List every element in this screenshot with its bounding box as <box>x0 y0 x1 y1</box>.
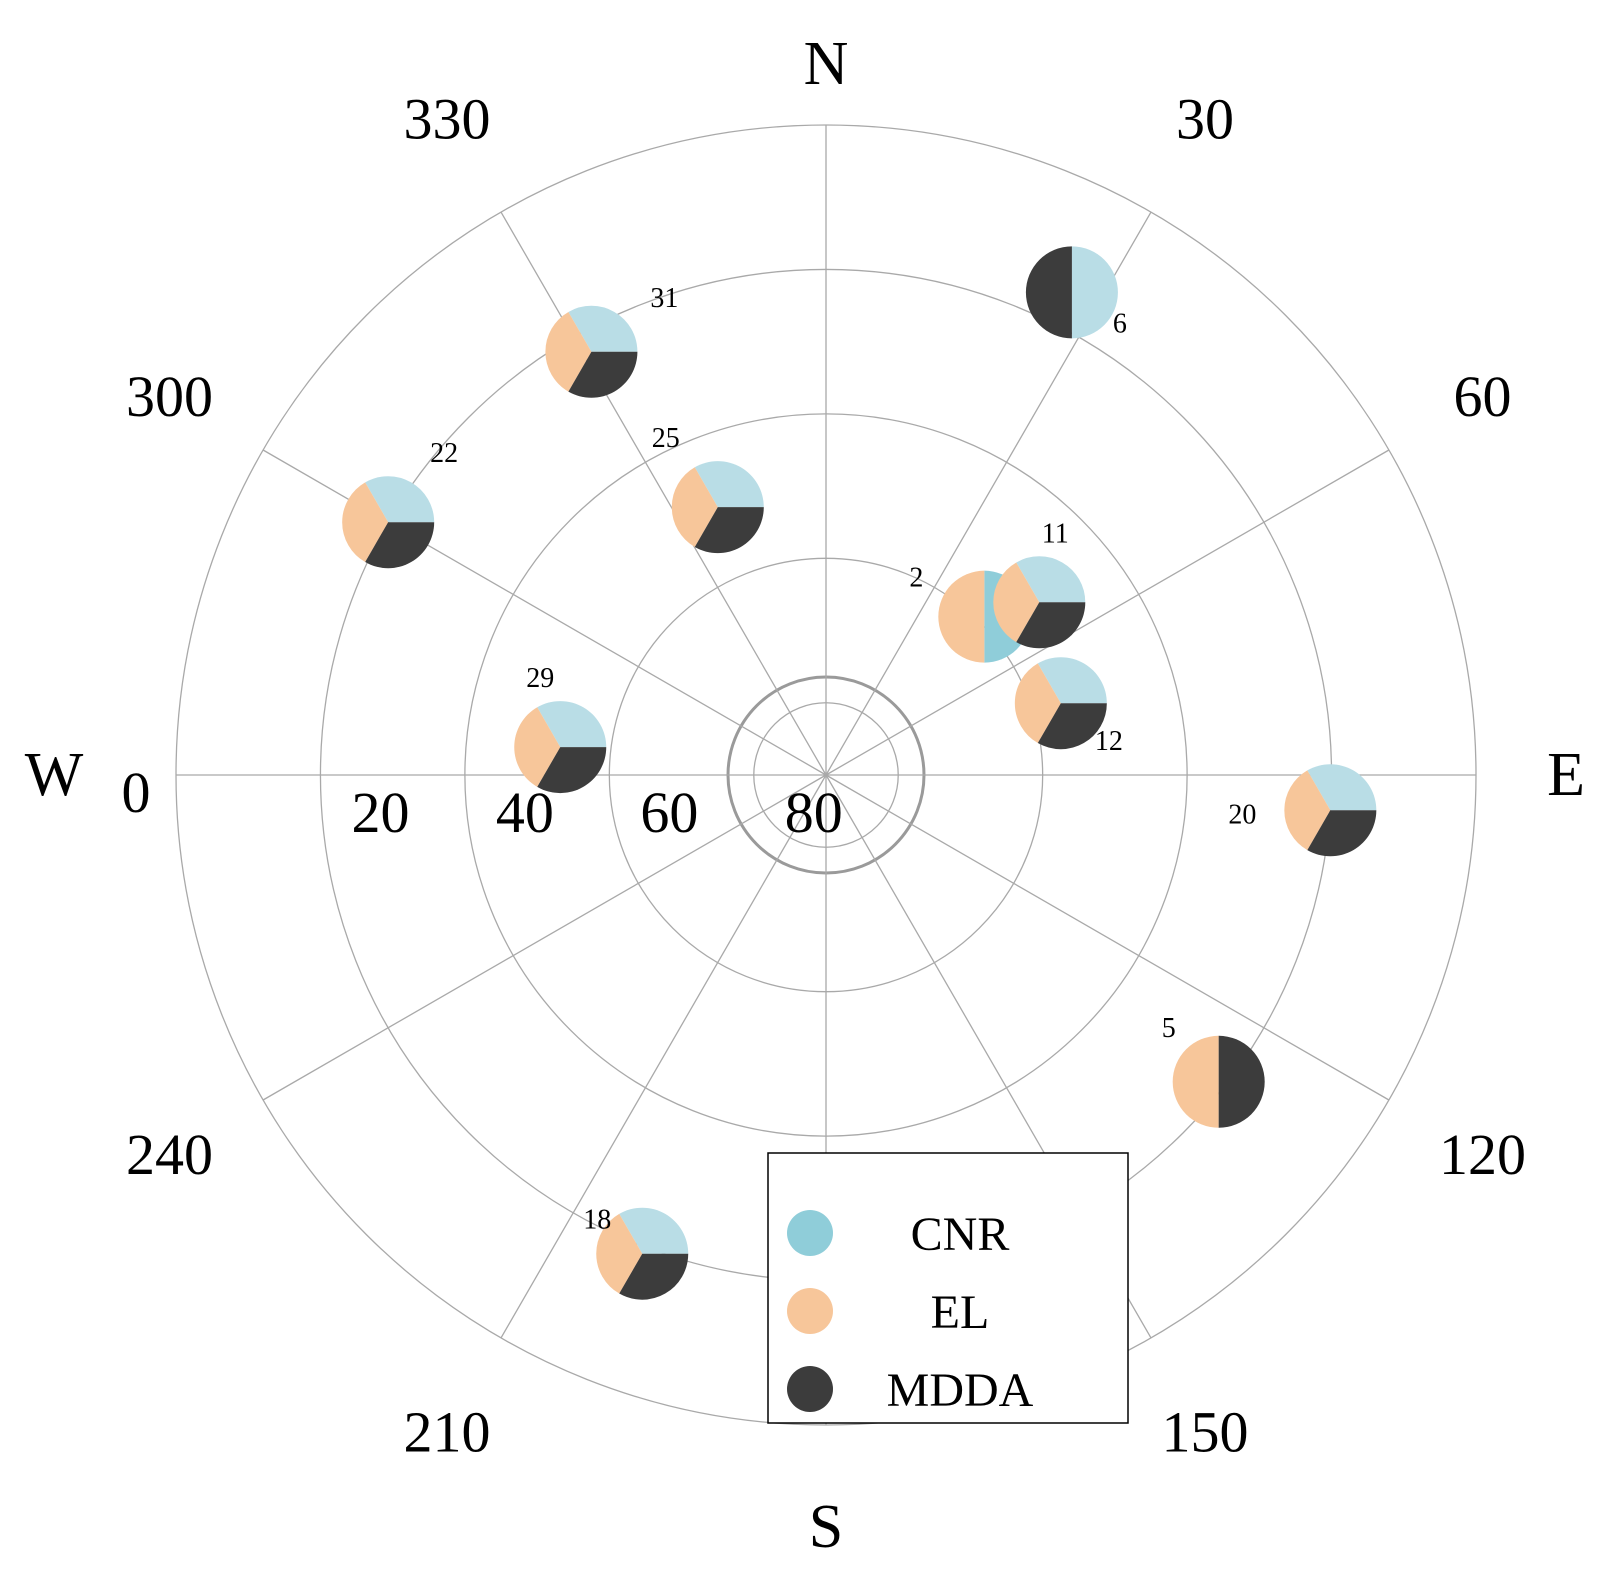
pie-slice-el <box>938 570 985 663</box>
satellite-pies: 31 6 22 25 2 11 12 29 20 5 18 <box>342 246 1377 1300</box>
pie-slice-el <box>1014 663 1061 744</box>
legend-label-cnr: CNR <box>911 1208 1010 1261</box>
elevation-tick-label-20: 20 <box>351 780 409 845</box>
pie-slice-cnr <box>537 701 607 748</box>
azimuth-spoke-330 <box>500 211 827 776</box>
azimuth-spoke-60 <box>825 449 1390 776</box>
direction-label-east: E <box>1547 741 1585 809</box>
elevation-tick-label-80: 80 <box>785 780 843 845</box>
pie-slice-mdda <box>694 507 764 554</box>
elevation-tick-label-40: 40 <box>496 780 554 845</box>
azimuth-tick-label-150: 150 <box>1162 1399 1249 1464</box>
legend-swatch-el <box>787 1288 833 1334</box>
pie-slice-cnr <box>619 1207 689 1254</box>
pie-slice-el <box>1172 1035 1219 1128</box>
pie-slice-mdda <box>1218 1035 1265 1128</box>
azimuth-spoke-240 <box>262 774 827 1101</box>
azimuth-tick-label-120: 120 <box>1439 1122 1526 1187</box>
pie-slice-mdda <box>1037 703 1107 750</box>
pie-slice-mdda <box>365 522 435 569</box>
satellite-label: 20 <box>1228 799 1256 830</box>
satellite-31: 31 <box>545 283 678 398</box>
pie-slice-el <box>671 467 718 547</box>
azimuth-tick-label-30: 30 <box>1176 87 1234 152</box>
satellite-label: 2 <box>909 563 923 594</box>
satellite-22: 22 <box>342 438 458 569</box>
pie-slice-mdda <box>1307 810 1377 857</box>
legend-swatch-cnr <box>787 1210 833 1256</box>
pie-slice-mdda <box>568 351 638 398</box>
elevation-tick-label-60: 60 <box>640 780 698 845</box>
satellite-label: 11 <box>1042 518 1069 549</box>
pie-slice-el <box>596 1213 643 1294</box>
pie-slice-cnr <box>568 305 638 352</box>
satellite-11: 11 <box>993 518 1086 649</box>
satellite-25: 25 <box>652 423 764 554</box>
axis-labels: N E S W 30 60 120 150 210 240 300 330 0 20 40 60 80 <box>25 30 1585 1561</box>
satellite-20: 20 <box>1228 764 1377 857</box>
satellite-label: 12 <box>1095 726 1123 757</box>
pie-slice-cnr <box>1071 246 1118 339</box>
satellite-29: 29 <box>514 663 607 794</box>
legend-label-mdda: MDDA <box>887 1364 1034 1417</box>
pie-slice-mdda <box>619 1253 689 1300</box>
pie-slice-el <box>1284 770 1331 851</box>
satellite-label: 5 <box>1162 1013 1176 1044</box>
pie-slice-mdda <box>1025 246 1072 339</box>
azimuth-tick-label-300: 300 <box>126 364 213 429</box>
pie-slice-cnr <box>1037 657 1107 704</box>
legend: CNR EL MDDA <box>767 1152 1129 1424</box>
legend-label-el: EL <box>931 1286 990 1339</box>
azimuth-spoke-120 <box>825 774 1390 1101</box>
satellite-12: 12 <box>1014 657 1123 757</box>
satellite-label: 22 <box>430 438 458 469</box>
satellite-label: 31 <box>650 283 678 314</box>
pie-slice-el <box>993 562 1040 643</box>
azimuth-tick-label-330: 330 <box>404 87 491 152</box>
satellite-label: 18 <box>583 1205 611 1236</box>
pie-slice-cnr <box>1307 764 1377 811</box>
elevation-tick-label-0: 0 <box>122 760 151 825</box>
direction-label-west: W <box>25 741 84 809</box>
azimuth-tick-label-240: 240 <box>126 1122 213 1187</box>
satellite-18: 18 <box>583 1205 689 1300</box>
azimuth-spoke-210 <box>500 774 827 1339</box>
legend-swatch-mdda <box>787 1366 833 1412</box>
pie-slice-cnr <box>1016 556 1086 603</box>
pie-slice-mdda <box>1016 602 1086 649</box>
azimuth-tick-label-210: 210 <box>404 1399 491 1464</box>
satellite-label: 29 <box>526 663 554 694</box>
pie-slice-cnr <box>694 461 764 508</box>
pie-slice-mdda <box>537 747 607 794</box>
azimuth-tick-label-60: 60 <box>1453 364 1511 429</box>
direction-label-north: N <box>804 30 849 98</box>
direction-label-south: S <box>809 1493 843 1561</box>
satellite-6: 6 <box>1025 246 1127 339</box>
satellite-5: 5 <box>1162 1013 1265 1128</box>
pie-slice-cnr <box>365 476 435 523</box>
satellite-label: 6 <box>1113 308 1127 339</box>
satellite-label: 25 <box>652 423 680 454</box>
